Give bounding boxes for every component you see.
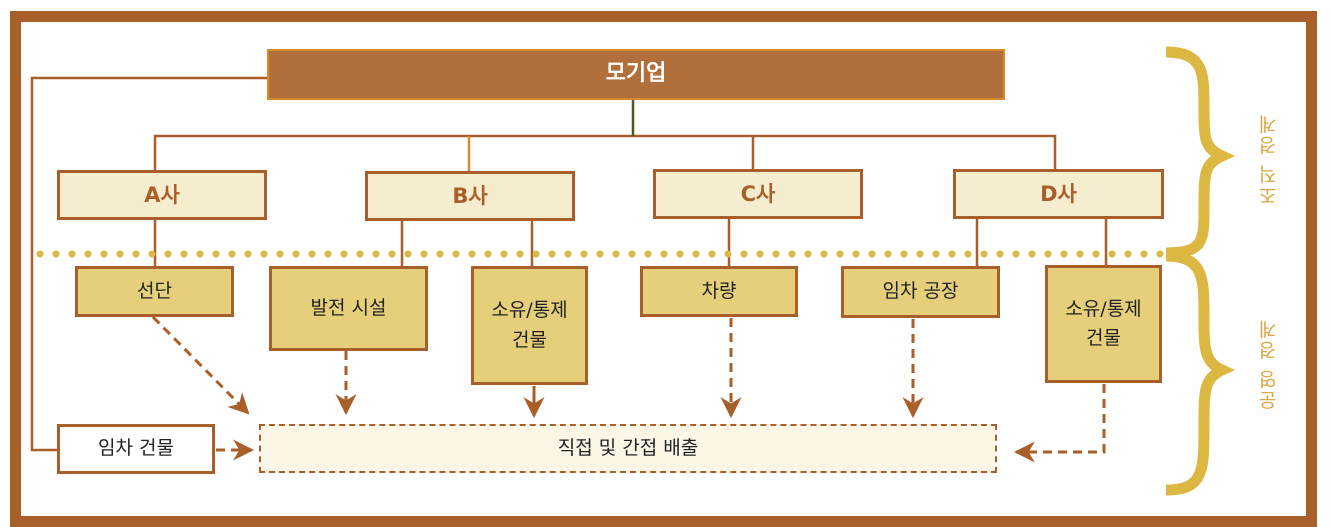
company-d-box: D사 [953, 169, 1164, 219]
asset-d-owned-building-box: 소유/통제 건물 [1045, 265, 1162, 383]
arrow-fleet [151, 315, 250, 415]
leased-building-label: 임차 건물 [98, 437, 174, 460]
operational-brace-icon [1165, 250, 1235, 496]
asset-fleet-box: 선단 [75, 266, 234, 317]
asset-leased-factory-label: 임차 공장 [882, 280, 959, 303]
asset-d-owned-building-line2: 건물 [1086, 327, 1121, 349]
parent-company-label: 모기업 [605, 61, 667, 87]
company-c-label: C사 [740, 181, 776, 206]
company-c-box: C사 [653, 169, 863, 219]
asset-vehicle-label: 차량 [701, 279, 737, 302]
organizational-boundary-label: 조직 경계 [1258, 113, 1280, 206]
asset-b-owned-building-line1: 소유/통제 [491, 299, 568, 322]
company-b-label: B사 [452, 183, 488, 208]
arrow-d-building [1013, 384, 1106, 463]
emissions-label: 직접 및 간접 배출 [557, 436, 699, 459]
asset-vehicle-box: 차량 [640, 266, 798, 317]
asset-power-plant-box: 발전 시설 [269, 266, 428, 351]
operational-boundary-label: 운영 경계 [1258, 318, 1280, 411]
asset-d-owned-building-line1: 소유/통제 [1065, 297, 1142, 320]
leased-building-box: 임차 건물 [57, 424, 215, 474]
asset-power-plant-label: 발전 시설 [310, 296, 387, 319]
asset-fleet-label: 선단 [137, 279, 172, 302]
company-a-label: A사 [144, 182, 180, 207]
organizational-brace-icon [1165, 46, 1235, 259]
company-a-box: A사 [57, 170, 267, 220]
asset-b-owned-building-box: 소유/통제 건물 [471, 266, 588, 385]
tree-bus-line [153, 134, 1057, 170]
asset-leased-factory-box: 임차 공장 [841, 266, 1000, 318]
asset-b-owned-building-line2: 건물 [512, 328, 547, 351]
leased-link-line [30, 76, 267, 452]
company-d-label: D사 [1040, 181, 1077, 206]
parent-company-box: 모기업 [267, 49, 1005, 100]
emissions-box: 직접 및 간접 배출 [259, 424, 997, 473]
company-b-box: B사 [365, 171, 575, 221]
